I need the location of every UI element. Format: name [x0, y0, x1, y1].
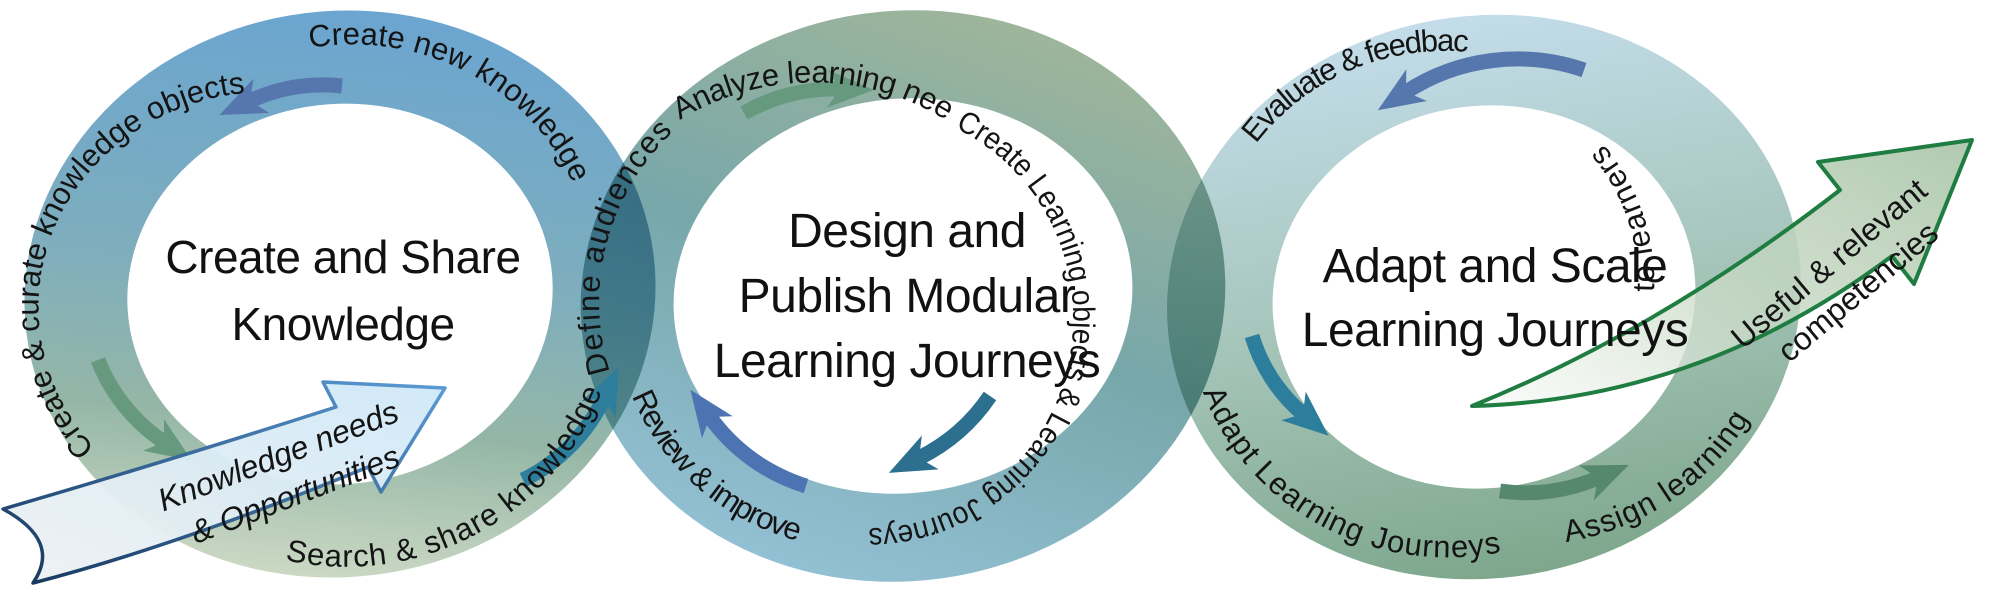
cycle-ring-design-publish	[580, 10, 1226, 582]
cycle-arrow-icon	[1244, 333, 1329, 436]
cycle-title-line: Adapt and Scale	[1323, 240, 1668, 293]
cycle-title-create-share: Create and Share Knowledge	[165, 231, 521, 350]
cycle-arrow-icon	[519, 367, 619, 487]
cycle-arrow-icon	[219, 77, 343, 116]
cycle-title-line: Learning Journeys	[1302, 304, 1688, 357]
cycle-arrow-icon	[888, 391, 997, 473]
cycle-title-line: Create and Share	[165, 231, 520, 283]
cycle-title-adapt-scale: Adapt and Scale Learning Journeys	[1302, 240, 1689, 357]
cycle-title-line: Publish Modular	[739, 270, 1076, 323]
cycle-title-line: Learning Journeys	[714, 335, 1100, 388]
cycle-title-line: Design and	[788, 205, 1026, 258]
cycle-title-line: Knowledge	[231, 298, 454, 350]
cycle-arrow-icon	[690, 389, 809, 494]
cycle-arrow-icon	[1377, 51, 1587, 111]
cycle-arrow-icon	[740, 69, 874, 120]
cycle-title-design-publish: Design and Publish Modular Learning Jour…	[714, 205, 1101, 388]
input-arrow-icon	[1, 380, 447, 585]
cycle-arrow-icon	[91, 357, 192, 461]
output-arrow-icon	[1470, 138, 1974, 408]
cycle-ring-adapt-scale	[1167, 14, 1801, 580]
cycle-arrow-icon	[1498, 464, 1629, 501]
